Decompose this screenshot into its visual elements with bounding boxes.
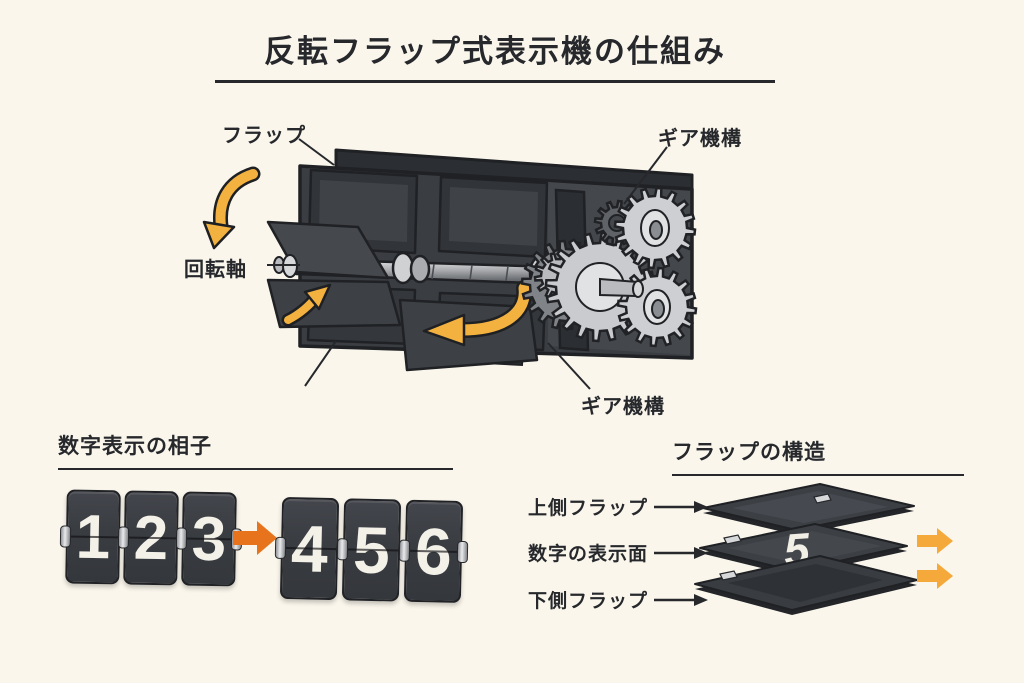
flip-digit: 5 — [352, 512, 391, 588]
layer-label-lower: 下側フラップ — [527, 591, 648, 612]
pivot-knob — [398, 539, 411, 562]
leader-gear-bottom — [547, 342, 591, 390]
flap-section-heading: フラップの構造 — [672, 436, 964, 476]
lower-flap-inner — [728, 564, 883, 602]
pivot-knob — [336, 538, 349, 561]
gear-bottom-right-hub — [651, 299, 665, 319]
shaft-bearing-2 — [409, 254, 431, 284]
pivot-knob — [175, 527, 188, 550]
display-flap-hinge-tab — [723, 534, 742, 545]
amber-arrow-icon — [917, 528, 953, 554]
layer-label-upper: 上側フラップ — [527, 498, 648, 519]
flap-arrow-head — [202, 220, 236, 250]
upper-flap-hinge-tab — [813, 493, 832, 504]
flip-digit: 1 — [75, 502, 111, 572]
flip-digit: 6 — [414, 513, 453, 589]
pivot-knob — [59, 525, 72, 548]
flip-display-before: 1 2 3 — [59, 489, 243, 587]
gear-top-right-hub — [649, 220, 663, 240]
upper-flap-sheen — [732, 491, 888, 523]
label-shaft: 回転軸 — [184, 259, 247, 281]
transition-arrow-icon — [233, 521, 277, 555]
gear-axle-cap — [632, 280, 644, 298]
flap-stack-illustration: 5 — [694, 483, 953, 615]
flip-card: 3 — [175, 491, 243, 587]
digits-section-heading: 数字表示の相子 — [58, 430, 453, 470]
arrow-right-icon — [654, 593, 708, 606]
flip-card: 4 — [274, 496, 340, 601]
pivot-knob — [117, 526, 130, 549]
pivot-knob — [274, 536, 287, 560]
leader-unlabeled — [304, 340, 337, 387]
rotation-arrow-big-head — [422, 313, 466, 347]
flip-card: 5 — [336, 498, 402, 602]
rotation-arrow-small-head — [303, 283, 332, 311]
layer-row-lower: 下側フラップ — [512, 586, 708, 613]
arrow-right-icon — [654, 500, 708, 513]
mechanism-illustration — [202, 138, 698, 390]
page-title: 反転フラップ式表示機の仕組み — [215, 26, 775, 83]
layer-row-display: 数字の表示面 — [504, 539, 708, 566]
flip-card: 2 — [117, 490, 179, 586]
lower-flap-hinge-tab — [719, 570, 738, 581]
leader-lines — [267, 138, 668, 390]
flip-card: 6 — [398, 499, 469, 603]
label-gear-top: ギア機構 — [658, 128, 742, 150]
pivot-knob — [456, 540, 469, 564]
display-flap-sheen — [728, 531, 882, 564]
flip-digit: 2 — [133, 503, 169, 573]
amber-arrow-icon — [917, 563, 953, 589]
flip-digit: 3 — [191, 504, 227, 574]
label-gear-bottom: ギア機構 — [581, 396, 665, 418]
flap-module-upper-center-face — [449, 187, 538, 246]
layer-row-upper: 上側フラップ — [512, 493, 708, 520]
flip-digit: 4 — [290, 511, 329, 586]
leader-flap — [298, 138, 335, 166]
flip-display-after: 4 5 6 — [274, 496, 469, 603]
flap-arrow — [215, 169, 258, 231]
leader-gear-top — [623, 146, 668, 205]
arrow-right-icon — [654, 546, 708, 559]
layer-label-display: 数字の表示面 — [527, 544, 648, 565]
flip-card: 1 — [59, 489, 121, 585]
label-flap: フラップ — [222, 125, 306, 147]
